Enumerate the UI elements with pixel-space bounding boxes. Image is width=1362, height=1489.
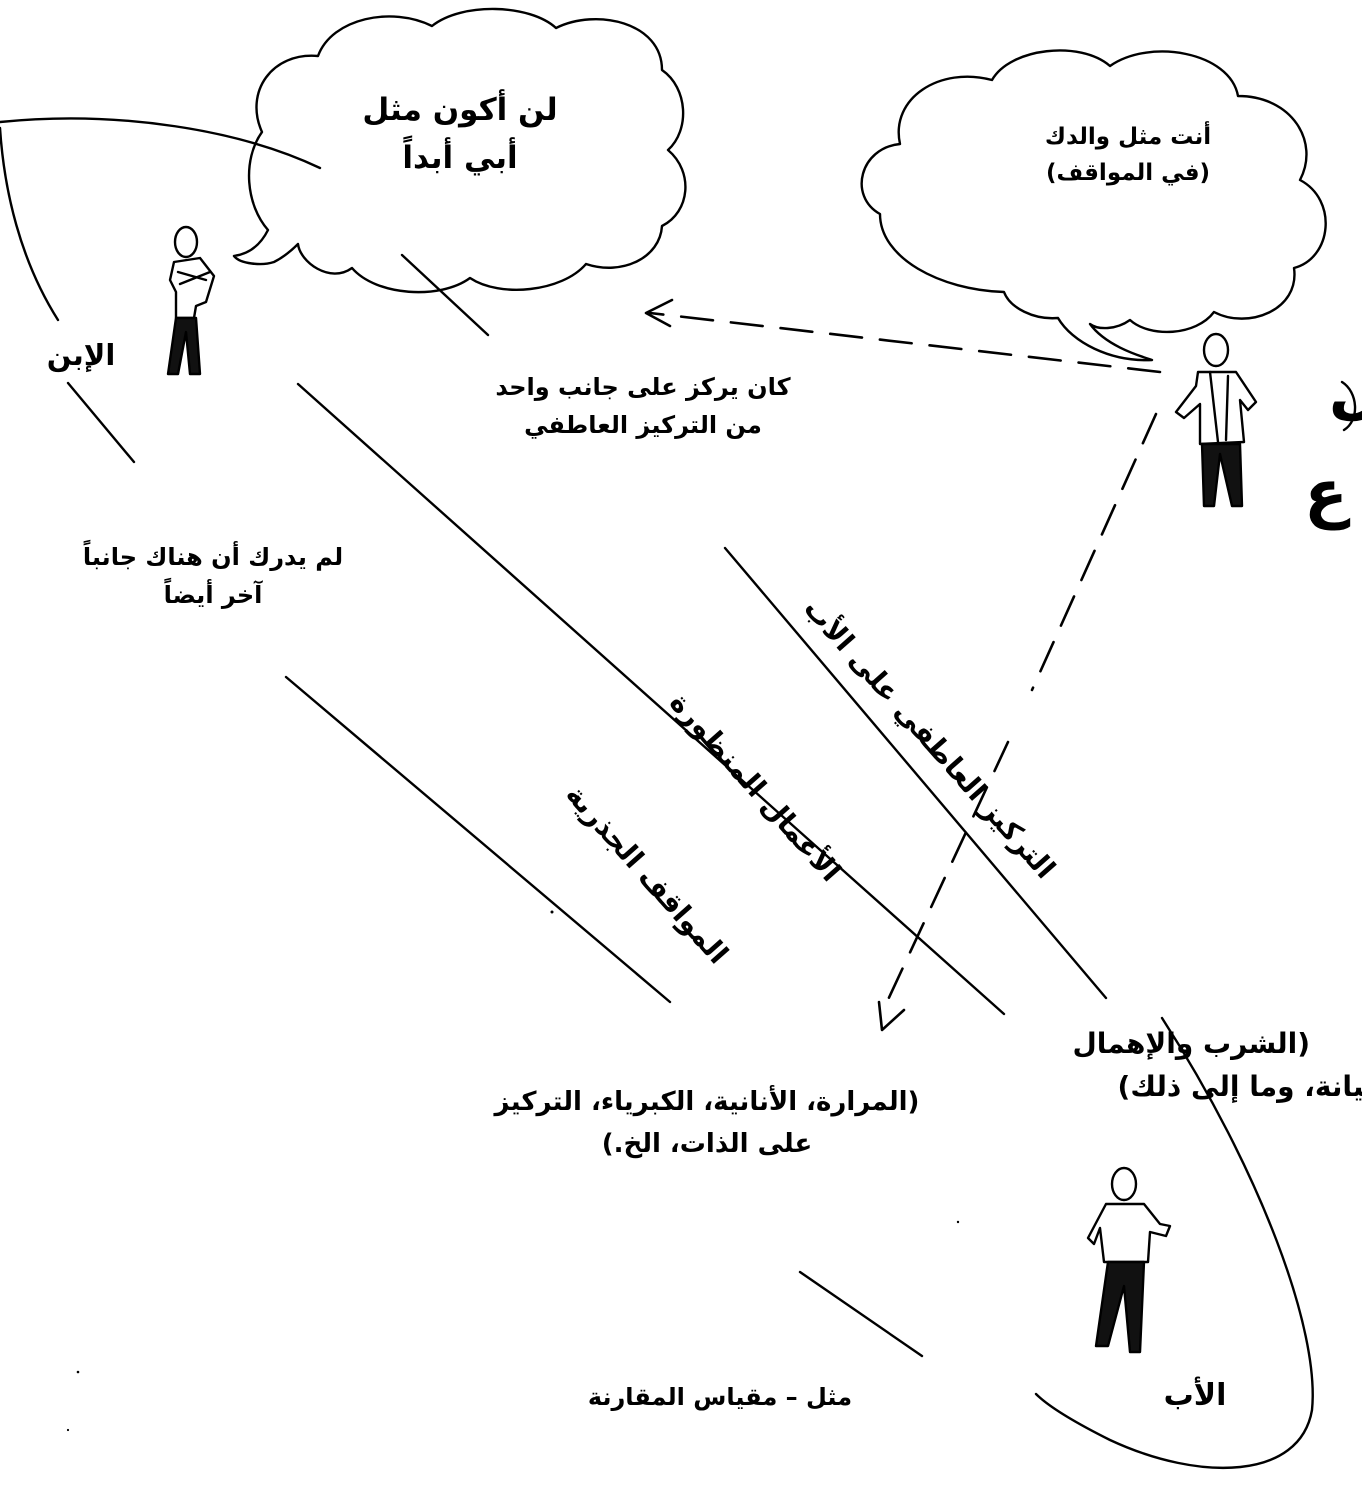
son-thought-text: لن أكون مثل أبي أبداً [330,86,590,182]
root-examples-line-1: (المرارة، الأنانية، الكبرياء، التركيز [494,1087,920,1117]
line-diag-6 [66,381,136,464]
line-diag-1 [400,253,490,337]
observer-thought-text: أنت مثل والدك (في المواقف) [1010,120,1246,191]
line-diag-3 [723,546,1108,1000]
other-side-note: لم يدرك أن هناك جانباً آخر أيضاً [54,538,372,615]
father-figure [1086,1166,1172,1354]
scan-speckles [66,910,960,1432]
edge-glyph-1: ل [1328,353,1362,427]
father-label: الأب [1163,1378,1227,1413]
son-thought-line-1: لن أكون مثل [362,92,558,128]
other-side-note-line-1: لم يدرك أن هناك جانباً [82,543,344,571]
line-diag-4 [284,675,672,1004]
son-thought-line-2: أبي أبداً [402,140,518,177]
dashed-arrow-to-son [648,311,1162,374]
line-diag-5 [798,1270,924,1358]
root-examples-line-2: على الذات، الخ.) [601,1128,813,1159]
arrowhead-to-father [877,1000,906,1032]
visible-examples-line-1: (الشرب والإهمال [1072,1027,1310,1060]
observer-figure [1174,332,1258,508]
observer-thought-line-1: أنت مثل والدك [1044,124,1212,150]
father-enclosure [1034,1016,1314,1470]
son-thought-cloud [232,7,687,294]
root-examples: (المرارة، الأنانية، الكبرياء، التركيز عل… [484,1082,930,1165]
one-side-note-line-1: كان يركز على جانب واحد [495,373,791,401]
visible-examples: (الشرب والإهمال والخيانة، وما إلى ذلك) [1030,1022,1362,1109]
other-side-note-line-2: آخر أيضاً [163,581,263,610]
outer-left-curve-lower [0,126,60,322]
line-diag-2 [296,382,1006,1016]
edge-stroke-1 [1340,380,1357,432]
outer-left-curve [0,117,322,170]
arrowhead-to-son [644,298,674,328]
son-figure [166,225,216,376]
son-label: الإبن [46,338,116,372]
comparison-label: مثل – مقياس المقارنة [587,1383,853,1411]
observer-thought-cloud [860,49,1327,362]
dashed-arrow-to-father [884,412,1158,1006]
observer-thought-line-2: (في المواقف) [1045,159,1211,186]
edge-glyph-2: ع [1304,457,1348,531]
visible-examples-line-2: والخيانة، وما إلى ذلك) [1117,1070,1362,1104]
one-side-note-line-2: من التركيز العاطفي [524,411,762,440]
one-side-note: كان يركز على جانب واحد من التركيز العاطف… [470,368,816,445]
